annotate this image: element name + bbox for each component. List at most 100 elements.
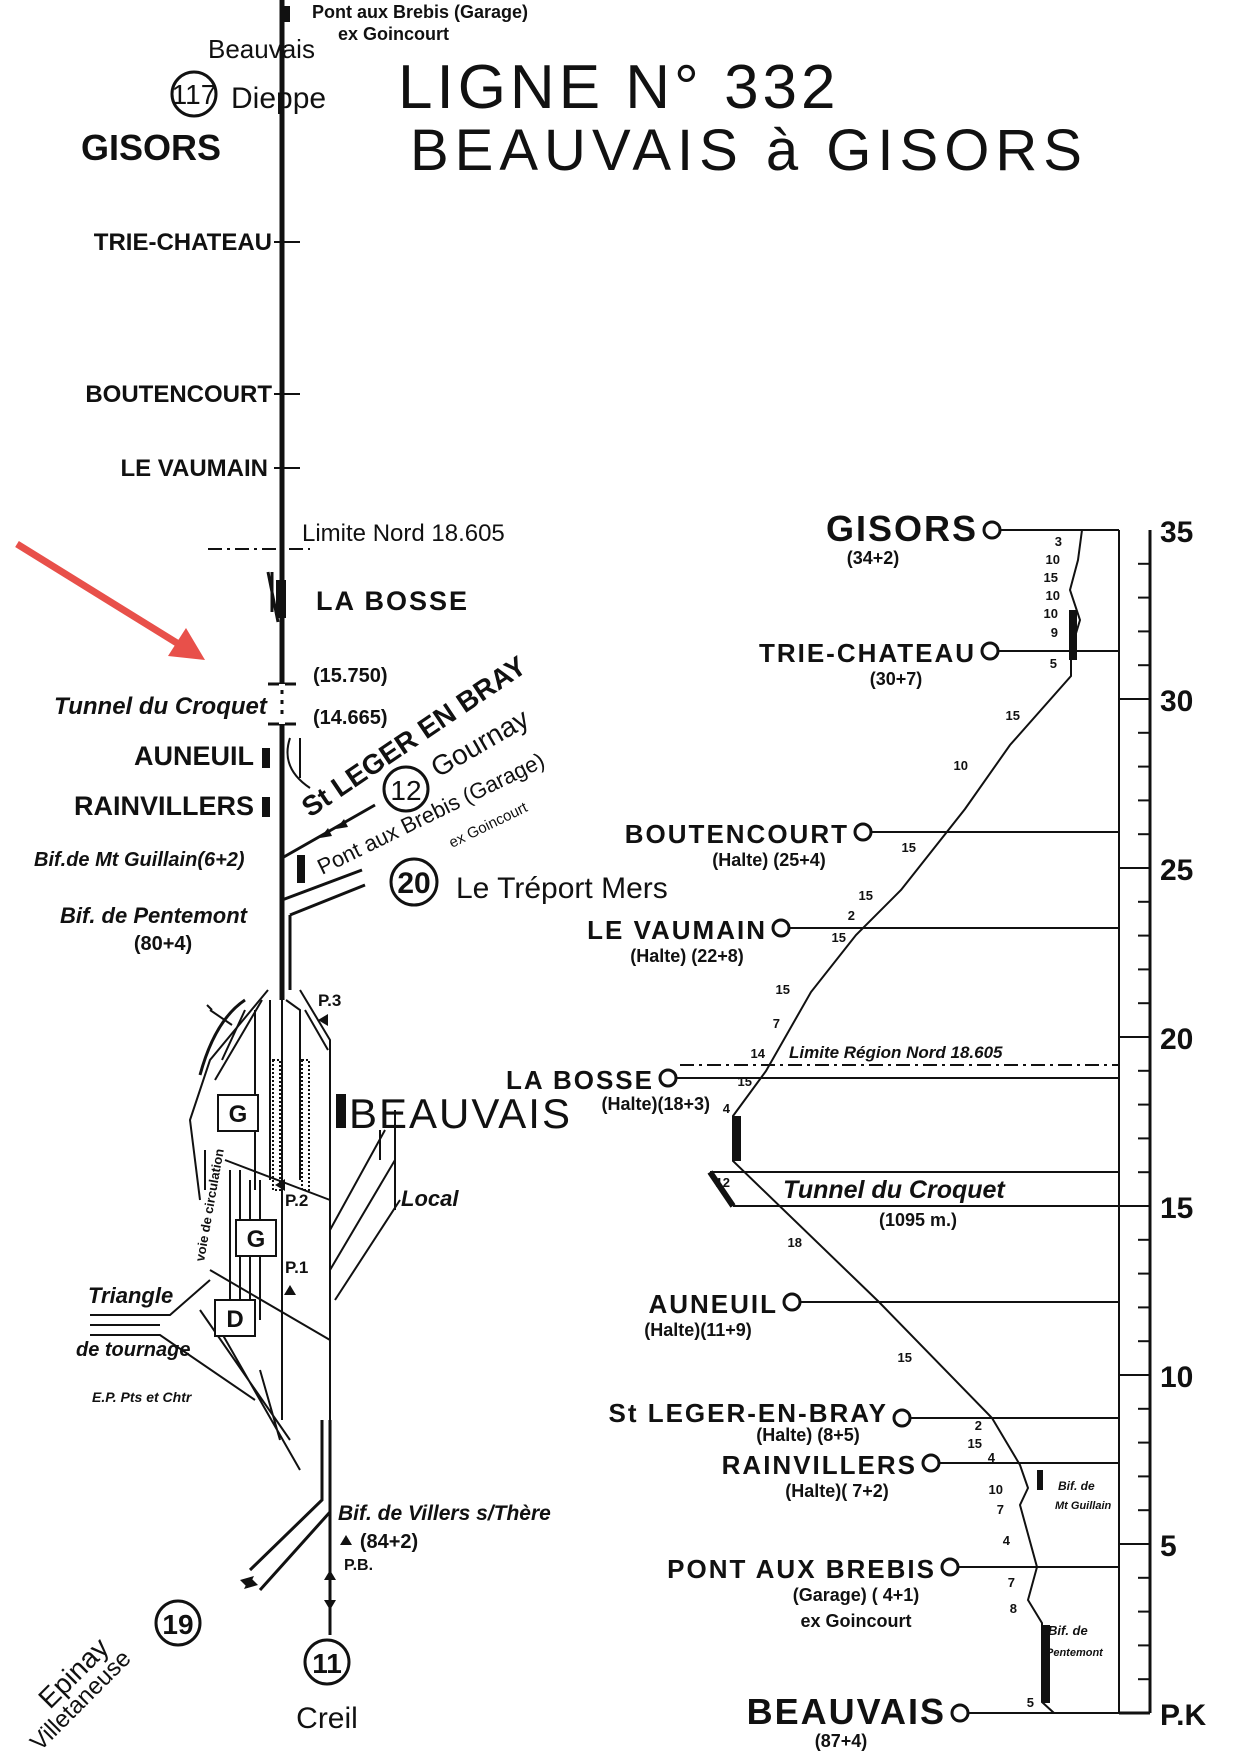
d-label: D — [226, 1306, 243, 1333]
gradient-label: 10 — [989, 1482, 1003, 1497]
pk-tick-label: 15 — [1160, 1192, 1193, 1225]
line-12-badge — [382, 765, 430, 813]
profile-station-name: PONT AUX BREBIS — [667, 1554, 936, 1584]
tunnel-portal — [707, 1170, 736, 1208]
line-19-number: 19 — [162, 1609, 193, 1640]
line-12-number: 12 — [390, 775, 421, 806]
direction-arrow-icon — [320, 819, 348, 838]
pk-15750: (15.750) — [313, 665, 388, 687]
pk-tick-label: 35 — [1160, 516, 1193, 549]
gradient-label: 15 — [776, 982, 790, 997]
g2-label: G — [247, 1226, 266, 1253]
profile-station-name: RAINVILLERS — [722, 1450, 917, 1480]
title-line-number: LIGNE N° 332 — [398, 53, 840, 122]
station-trie-chateau: TRIE-CHATEAU — [94, 229, 272, 256]
profile-station: GISORS(34+2) — [826, 508, 1119, 568]
station-dot-icon — [950, 1703, 970, 1723]
profile-station: TRIE-CHATEAU(30+7) — [759, 638, 1119, 689]
la-bosse-platform — [276, 580, 286, 618]
profile-station-sub: (Halte) (22+8) — [630, 946, 744, 966]
gradient-label: 2 — [848, 908, 855, 923]
p3-label: P.3 — [318, 991, 341, 1010]
pk-tick-label: 5 — [1160, 1530, 1177, 1563]
gradient-label: 8 — [1010, 1601, 1017, 1616]
annotation-arrow — [15, 541, 205, 660]
bif-pentemont-2: Pentemont — [1046, 1647, 1104, 1659]
signal-triangle-icon — [340, 1535, 352, 1545]
profile-station-name: TRIE-CHATEAU — [759, 638, 976, 668]
beauvais-direction-label: Beauvais — [208, 34, 315, 64]
gradient-label: 15 — [898, 1350, 912, 1365]
profile-station-name: BEAUVAIS — [747, 1691, 946, 1732]
profile-station: BEAUVAIS(87+4) — [747, 1691, 1119, 1751]
gradient-label: 9 — [1051, 625, 1058, 640]
profile-station: St LEGER-EN-BRAY(Halte) (8+5) — [608, 1398, 1119, 1445]
voie-circulation-label: voie de circulation — [192, 1147, 227, 1262]
gradient-label: 15 — [902, 840, 916, 855]
p1-label: P.1 — [285, 1258, 308, 1277]
profile-station-sub: (Halte) (8+5) — [756, 1425, 860, 1445]
gradient-label: 4 — [1003, 1533, 1011, 1548]
bif-pentemont-1: Bif. de — [1048, 1623, 1088, 1638]
triangle-label: Triangle — [88, 1283, 173, 1308]
profile-station-name: BOUTENCOURT — [625, 819, 849, 849]
beauvais-platform — [336, 1094, 346, 1128]
gradient-label: 15 — [968, 1436, 982, 1451]
line-20-badge — [389, 857, 439, 907]
platform — [297, 855, 305, 883]
bif-guillain-label: Bif.de Mt Guillain(6+2) — [34, 849, 245, 871]
profile-station-sub: (34+2) — [847, 548, 900, 568]
station-beauvais: BEAUVAIS — [349, 1090, 572, 1137]
line-20-number: 20 — [397, 867, 430, 900]
station-dot-icon — [771, 918, 791, 938]
tunnel-length: (1095 m.) — [879, 1210, 957, 1230]
arrow-shaft — [15, 541, 187, 651]
gradient-label: 15 — [1044, 570, 1058, 585]
line-117-number: 117 — [172, 79, 217, 110]
pk-tick-label: 20 — [1160, 1023, 1193, 1056]
tunnel-croquet-label: Tunnel du Croquet — [54, 693, 268, 720]
pk-tick-label: 30 — [1160, 685, 1193, 718]
pk-14665: (14.665) — [313, 707, 388, 729]
siding — [266, 571, 280, 623]
line-19-badge — [154, 1599, 202, 1647]
station-dot-icon — [940, 1557, 960, 1577]
profile-station: PONT AUX BREBIS(Garage) ( 4+1)ex Goincou… — [667, 1554, 1119, 1631]
treport-branch — [281, 868, 366, 990]
profile-station-sub: (Halte)(18+3) — [601, 1094, 710, 1114]
rainvillers-platform — [262, 797, 270, 817]
station-le-vaumain: LE VAUMAIN — [120, 455, 268, 482]
profile-station: LA BOSSE(Halte)(18+3) — [506, 1065, 1119, 1114]
goods-depot-g2 — [235, 1219, 277, 1257]
limite-nord-label: Limite Nord 18.605 — [302, 520, 505, 547]
track-schematic: Pont aux Brebis (Garage) ex Goincourt Be… — [25, 0, 668, 1754]
profile-station: AUNEUIL(Halte)(11+9) — [644, 1289, 1119, 1340]
top-pont-label: Pont aux Brebis (Garage) — [312, 2, 528, 22]
siding — [286, 737, 311, 789]
station-boutencourt: BOUTENCOURT — [85, 381, 272, 408]
creil-label: Creil — [296, 1702, 358, 1735]
pk-tick-label: 10 — [1160, 1361, 1193, 1394]
villers-pk: (84+2) — [360, 1531, 418, 1553]
local-label: Local — [401, 1186, 459, 1211]
gradient-label: 10 — [954, 758, 968, 773]
station-dot-icon — [982, 520, 1002, 540]
profile-line — [732, 529, 1083, 1714]
bif-guillain-1: Bif. de — [1058, 1479, 1095, 1493]
goods-depot-g1 — [217, 1094, 259, 1132]
bif-villers-label: Bif. de Villers s/Thère — [338, 1502, 551, 1525]
line-117-badge — [170, 70, 218, 118]
profile-station-sub2: ex Goincourt — [800, 1611, 911, 1631]
profile-station-sub: (Halte)(11+9) — [644, 1320, 752, 1340]
profile-station: BOUTENCOURT(Halte) (25+4) — [625, 819, 1119, 870]
station-dot-icon — [892, 1408, 912, 1428]
gradient-labels: 3101510109515101515215157141541218152154… — [716, 534, 1062, 1710]
profile-station-name: St LEGER-EN-BRAY — [608, 1398, 888, 1428]
limite-region-label: Limite Région Nord 18.605 — [789, 1043, 1003, 1062]
station-dot-icon — [853, 822, 873, 842]
profile-station-sub: (Halte)( 7+2) — [785, 1481, 889, 1501]
gradient-label: 14 — [751, 1046, 766, 1061]
